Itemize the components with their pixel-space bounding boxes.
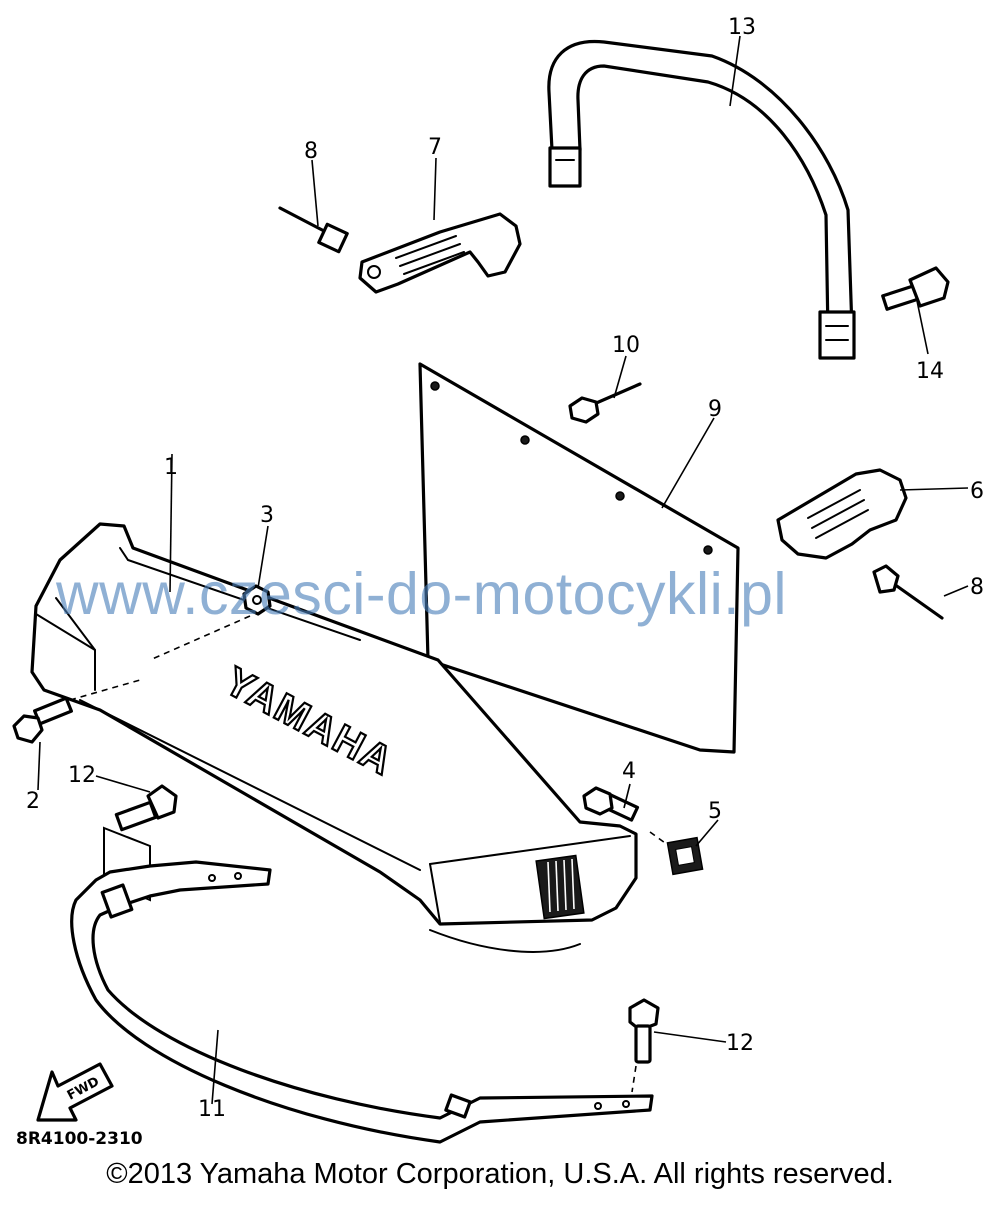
callout-2: 2 <box>26 789 40 814</box>
part-14-bolt <box>881 266 950 311</box>
diagram-code: 8R4100-2310 <box>16 1129 143 1149</box>
part-13-grab-bar <box>547 39 856 360</box>
callout-3: 3 <box>260 503 274 528</box>
callout-12-upper: 12 <box>68 763 96 788</box>
part-4-screw <box>582 786 640 822</box>
part-3-nut <box>149 584 272 661</box>
callout-6: 6 <box>970 479 984 504</box>
callout-13: 13 <box>728 15 756 40</box>
part-7-bracket <box>358 212 522 294</box>
callout-12-lower: 12 <box>726 1031 754 1056</box>
watermark: www.czesci-do-motocykli.pl <box>56 561 787 627</box>
fwd-arrow-icon: FWD <box>36 1062 114 1122</box>
part-11-lower-bar <box>70 860 654 1144</box>
part-12-bolt-upper <box>103 784 178 902</box>
callout-9: 9 <box>708 397 722 422</box>
callout-4: 4 <box>622 759 636 784</box>
callout-1: 1 <box>164 455 178 480</box>
callout-8-upper: 8 <box>304 139 318 164</box>
part-8-screw-right <box>872 564 944 620</box>
callout-11: 11 <box>198 1097 226 1122</box>
copyright-notice: ©2013 Yamaha Motor Corporation, U.S.A. A… <box>106 1158 894 1190</box>
part-8-screw-upper <box>278 206 349 254</box>
part-12-bolt-lower <box>628 998 660 1093</box>
part-5-nut <box>666 836 704 876</box>
part-6-bracket <box>776 468 908 560</box>
callout-7: 7 <box>428 135 442 160</box>
callout-5: 5 <box>708 799 722 824</box>
part-9-plate <box>418 362 740 754</box>
callout-14: 14 <box>916 359 944 384</box>
part-10-screw <box>568 382 642 424</box>
part-2-screw <box>12 679 141 744</box>
callout-8-right: 8 <box>970 575 984 600</box>
leader-lines <box>37 35 969 1105</box>
part-1-bumper: YAMAHA <box>30 522 638 953</box>
callout-numbers: 13 7 8 14 10 9 6 8 1 3 2 12 4 5 11 12 <box>26 15 984 1122</box>
callout-10: 10 <box>612 333 640 358</box>
